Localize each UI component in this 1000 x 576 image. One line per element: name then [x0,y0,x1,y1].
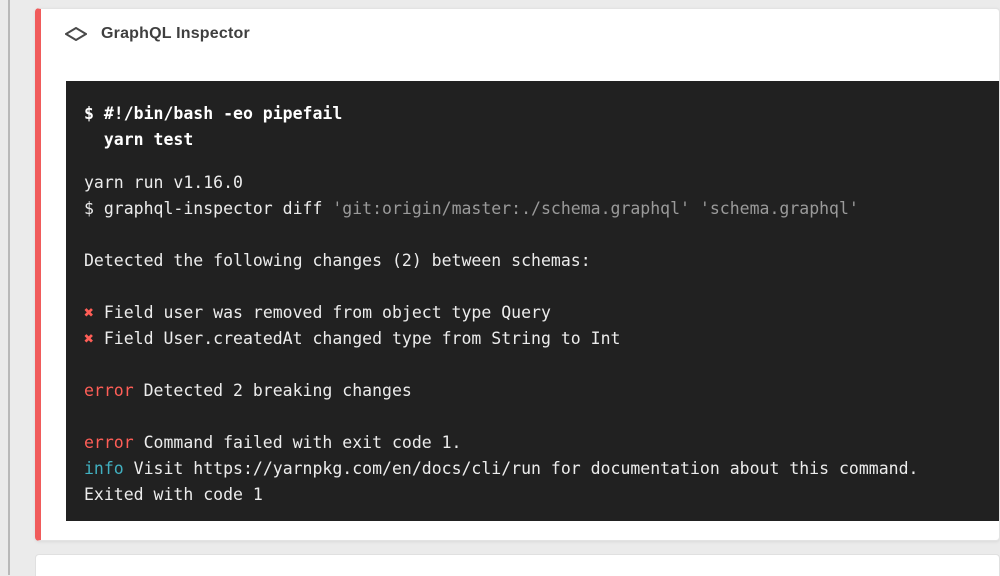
terminal-line [84,404,975,430]
terminal-line: error Detected 2 breaking changes [84,378,975,404]
collapse-chevron-icon [63,26,89,42]
terminal-segment-plain: Detected 2 breaking changes [133,381,412,400]
terminal-line: error Command failed with exit code 1. [84,430,975,456]
terminal-line: Detected the following changes (2) betwe… [84,248,975,274]
terminal-segment-red: ✖ [84,303,94,322]
terminal-line: yarn test [84,127,975,153]
terminal-line [84,153,975,170]
next-step-card-edge[interactable] [35,554,1000,576]
terminal-line [84,352,975,378]
terminal-output: $ #!/bin/bash -eo pipefail yarn test yar… [66,81,999,521]
terminal-segment-dim: 'schema.graphql' [699,199,859,218]
terminal-line: ✖ Field user was removed from object typ… [84,300,975,326]
terminal-line [84,274,975,300]
terminal-segment-red: error [84,381,134,400]
terminal-segment-plain: Visit https://yarnpkg.com/en/docs/cli/ru… [123,459,919,478]
terminal-line: info Visit https://yarnpkg.com/en/docs/c… [84,456,975,482]
terminal-segment-plain: Field User.createdAt changed type from S… [93,329,621,348]
build-step-card: GraphQL Inspector $ #!/bin/bash -eo pipe… [35,8,1000,541]
terminal-line: ✖ Field User.createdAt changed type from… [84,326,975,352]
page-left-divider [8,0,10,575]
terminal-segment-bold: $ #!/bin/bash -eo pipefail [84,104,343,123]
terminal-line [84,222,975,248]
terminal-segment-bold: yarn test [84,130,194,149]
terminal-segment-plain: yarn run v1.16.0 [84,173,243,192]
step-title: GraphQL Inspector [101,25,250,42]
terminal-segment-dim: 'git:origin/master:./schema.graphql' [332,199,690,218]
terminal-line: $ graphql-inspector diff 'git:origin/mas… [84,196,975,222]
terminal-line: Exited with code 1 [84,482,975,508]
terminal-line: $ #!/bin/bash -eo pipefail [84,101,975,127]
terminal-segment-plain: Command failed with exit code 1. [133,433,462,452]
step-header-toggle[interactable]: GraphQL Inspector [63,25,250,43]
terminal-segment-plain: Field user was removed from object type … [93,303,551,322]
terminal-segment-plain: Exited with code 1 [84,485,263,504]
terminal-segment-red: error [84,433,134,452]
terminal-segment-cyan: info [84,459,124,478]
terminal-segment-plain [690,199,700,218]
terminal-segment-plain: Detected the following changes (2) betwe… [84,251,591,270]
terminal-segment-plain: $ graphql-inspector diff [84,199,333,218]
terminal-line: yarn run v1.16.0 [84,170,975,196]
terminal-segment-red: ✖ [84,329,94,348]
